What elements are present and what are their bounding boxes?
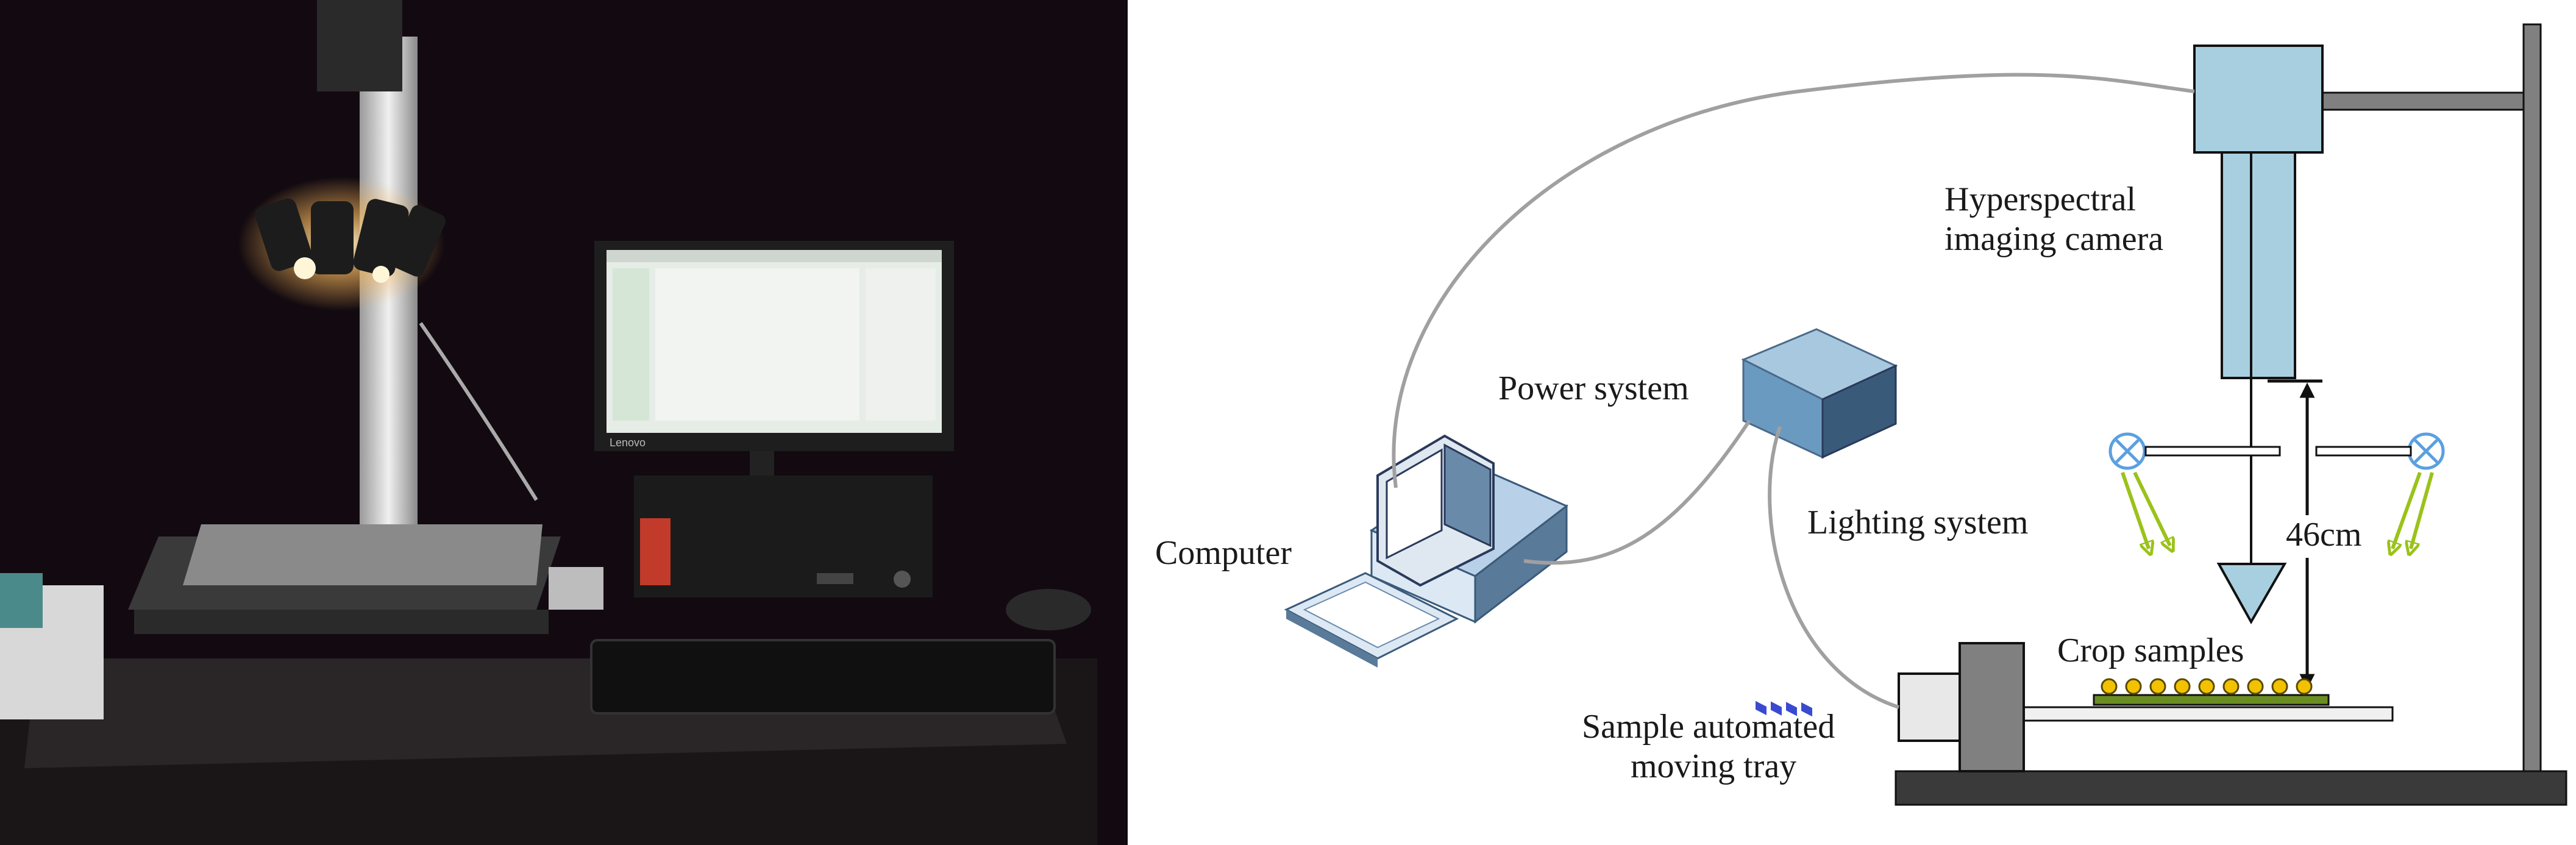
camera-label-line1: Hyperspectral bbox=[1944, 180, 2136, 218]
crop-samples-label: Crop samples bbox=[2057, 632, 2244, 669]
light-rays bbox=[2121, 471, 2434, 549]
side-bottle bbox=[0, 573, 43, 628]
system-schematic: 46cm bbox=[1155, 23, 2567, 806]
crop-samples bbox=[2101, 678, 2313, 695]
monitor: Lenovo bbox=[594, 241, 954, 512]
monitor-brand: Lenovo bbox=[610, 437, 646, 449]
tray-label-line2: moving tray bbox=[1631, 747, 1796, 785]
lamp-right bbox=[2315, 432, 2445, 470]
camera-body bbox=[2221, 151, 2296, 379]
setup-photo: Lenovo bbox=[0, 0, 1128, 845]
vertical-column bbox=[2522, 23, 2542, 772]
computer-icon bbox=[1284, 434, 1568, 668]
power-system-icon bbox=[1741, 328, 1898, 717]
lighting-system-label: Lighting system bbox=[1807, 504, 2028, 541]
pc-tower bbox=[634, 476, 933, 597]
power-system-label: Power system bbox=[1498, 369, 1689, 407]
mouse bbox=[1006, 589, 1091, 630]
sample-plate bbox=[2093, 694, 2330, 706]
camera-arm bbox=[2321, 91, 2525, 111]
lamp-cable bbox=[419, 322, 538, 501]
computer-label: Computer bbox=[1155, 534, 1292, 572]
halogen-lamps bbox=[238, 177, 446, 311]
camera-mount bbox=[317, 0, 402, 91]
tray-rail bbox=[2023, 706, 2394, 722]
distance-label: 46cm bbox=[2286, 516, 2361, 554]
lamp-left bbox=[2108, 432, 2281, 470]
tray-motor-cap bbox=[1898, 672, 1961, 742]
tray-motor-block bbox=[1959, 642, 2025, 772]
fov-triangle bbox=[2216, 563, 2287, 625]
base-plate bbox=[1895, 770, 2567, 806]
sample-tray bbox=[128, 524, 603, 634]
cables bbox=[1392, 73, 2195, 709]
tray-label-line1: Sample automated bbox=[1582, 708, 1835, 746]
camera-head bbox=[2193, 45, 2324, 154]
camera-label-line2: imaging camera bbox=[1944, 220, 2163, 258]
keyboard bbox=[590, 639, 1056, 715]
